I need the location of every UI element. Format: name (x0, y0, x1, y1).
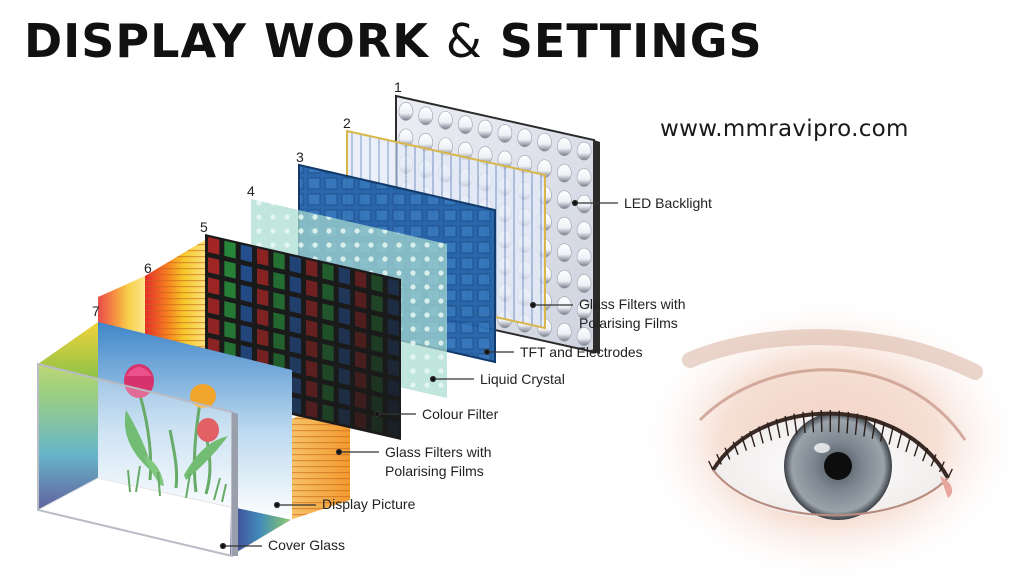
label-led-backlight: LED Backlight (624, 195, 712, 211)
label-display-picture: Display Picture (322, 496, 416, 512)
website-url: www.mmravipro.com (660, 116, 909, 142)
title-ampersand: & (445, 14, 483, 68)
leader-lines (219, 199, 618, 550)
layer-number-4: 4 (247, 183, 255, 199)
layer-number-7: 7 (92, 303, 100, 319)
cover-glass (37, 362, 238, 558)
label-glass-filter-back-1: Glass Filters with (579, 296, 686, 312)
layer-number-3: 3 (296, 149, 304, 165)
layer-number-2: 2 (343, 115, 351, 131)
page-title: DISPLAY WORK & SETTINGS (24, 14, 763, 68)
title-part1: DISPLAY WORK (24, 14, 429, 68)
layer-number-1: 1 (394, 79, 402, 95)
title-part2: SETTINGS (499, 14, 763, 68)
label-cover-glass: Cover Glass (268, 537, 345, 553)
layer-number-6: 6 (144, 260, 152, 276)
label-colour-filter: Colour Filter (422, 406, 499, 422)
eye-illustration (635, 295, 1024, 576)
tulip-illustration (124, 364, 228, 503)
label-glass-filter-back-2: Polarising Films (579, 315, 678, 331)
layer-number-5: 5 (200, 219, 208, 235)
label-glass-filter-front-2: Polarising Films (385, 463, 484, 479)
label-glass-filter-front-1: Glass Filters with (385, 444, 492, 460)
layer-display-picture (36, 322, 292, 557)
eyelashes (708, 409, 953, 479)
label-liquid-crystal: Liquid Crystal (480, 371, 565, 387)
label-tft-electrodes: TFT and Electrodes (520, 344, 643, 360)
